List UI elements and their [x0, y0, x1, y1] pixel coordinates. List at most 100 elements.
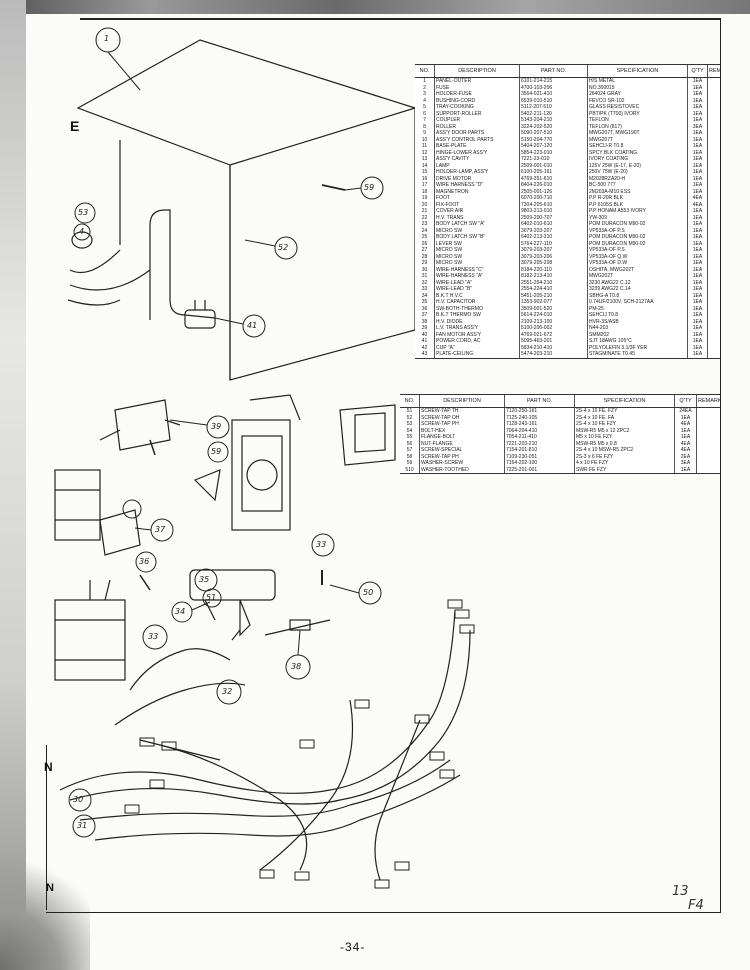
- cell-description: MICRO SW: [435, 247, 520, 254]
- cell-description: HINGE-LOWER ASS'Y: [435, 149, 520, 156]
- cell-specification: 4 x 10 FE FZY: [575, 460, 675, 467]
- cell-qty: 1EA: [688, 149, 708, 156]
- cell-part-no: 5095-463-201: [520, 338, 588, 345]
- cell-qty: 24EA: [675, 408, 697, 415]
- cell-description: SCREW-TAP PH: [420, 453, 505, 460]
- cell-description: H.V. TRANS: [435, 214, 520, 221]
- cell-description: COUPLER: [435, 117, 520, 124]
- fuse-holder: [71, 231, 93, 249]
- callout-1: 1: [104, 34, 110, 43]
- cell-no: 17: [415, 182, 435, 189]
- cell-no: 21: [415, 208, 435, 215]
- cell-specification: 2S-4 x 10 MSW-R5 ZPC2: [575, 447, 675, 454]
- page-number: -34-: [340, 940, 366, 954]
- cell-description: WIRE HARNESS "D": [435, 182, 520, 189]
- cell-qty: 1EA: [688, 227, 708, 234]
- cell-qty: 4EA: [688, 201, 708, 208]
- cell-no: 39: [415, 325, 435, 332]
- cell-no: 40: [415, 331, 435, 338]
- cell-qty: 1EA: [688, 110, 708, 117]
- cell-description: DRIVE MOTOR: [435, 175, 520, 182]
- cell-qty: 1EA: [688, 136, 708, 143]
- cell-no: 53: [400, 421, 420, 428]
- cell-no: 20: [415, 201, 435, 208]
- col-specification: SPECIFICATION: [575, 395, 675, 407]
- cell-specification: VP533A-OF P.S: [588, 247, 688, 254]
- callout-31: 31: [77, 821, 88, 830]
- cell-description: BASE-PLATE: [435, 143, 520, 150]
- cell-description: LEVER SW: [435, 240, 520, 247]
- cell-qty: 1EA: [688, 253, 708, 260]
- cell-remark: [708, 351, 720, 358]
- cell-qty: 1EA: [675, 434, 697, 441]
- cell-qty: 1EA: [688, 325, 708, 332]
- cell-no: 7: [415, 117, 435, 124]
- cell-specification: POM DURACON M90-02: [588, 240, 688, 247]
- cell-description: PANEL-OUTER: [435, 78, 520, 85]
- cell-part-no: 4700-103-206: [520, 84, 588, 91]
- cell-description: HOLDER-FUSE: [435, 91, 520, 98]
- cell-no: 56: [400, 440, 420, 447]
- cell-description: CUP "A": [435, 344, 520, 351]
- callout-34: 34: [175, 607, 186, 616]
- cell-qty: 1EA: [675, 414, 697, 421]
- cell-description: TRAY-COOKING: [435, 104, 520, 111]
- cell-part-no: 7154-201-810: [505, 447, 575, 454]
- cell-part-no: 7221-203-210: [505, 440, 575, 447]
- cell-no: 58: [400, 453, 420, 460]
- cell-qty: 1EA: [688, 78, 708, 85]
- cell-part-no: 2551-204-210: [520, 279, 588, 286]
- cell-no: 1: [415, 78, 435, 85]
- cell-no: 41: [415, 338, 435, 345]
- cell-description: WASHER-TOOTHED: [420, 466, 505, 473]
- magnetron-bracket: [249, 394, 396, 466]
- cell-no: 25: [415, 234, 435, 241]
- cell-part-no: 6402-010-610: [520, 221, 588, 228]
- cell-qty: 1EA: [688, 97, 708, 104]
- cell-description: SCREW-SPECIAL: [420, 447, 505, 454]
- col-no: NO.: [415, 65, 435, 77]
- cell-description: H.V. DIODE: [435, 318, 520, 325]
- cell-part-no: 2509-200-707: [520, 214, 588, 221]
- cell-specification: IVORY COATING: [588, 156, 688, 163]
- fan-housing: [231, 419, 291, 531]
- callout-30: 30: [73, 795, 84, 804]
- cell-description: SCREW-TAP TH: [420, 408, 505, 415]
- callout-4: 4: [79, 227, 85, 236]
- cell-part-no: 9803-213-010: [520, 208, 588, 215]
- cell-part-no: 3079-203-207: [520, 247, 588, 254]
- cell-description: SCREW-TAP OH: [420, 414, 505, 421]
- cell-qty: 1EA: [688, 208, 708, 215]
- cell-part-no: 5834-210-410: [520, 344, 588, 351]
- cell-specification: VP533A-OF P.S: [588, 227, 688, 234]
- cell-specification: BC-500 777: [588, 182, 688, 189]
- callout-52: 52: [278, 243, 289, 252]
- cell-no: 37: [415, 312, 435, 319]
- cell-description: WASHER-SCREW: [420, 460, 505, 467]
- cell-description: BUSHING-CORD: [435, 97, 520, 104]
- cell-specification: SBHG-A T0.8: [588, 292, 688, 299]
- cell-qty: 1EA: [688, 234, 708, 241]
- cell-qty: 1EA: [688, 351, 708, 358]
- cell-no: 36: [415, 305, 435, 312]
- magnetron: [54, 469, 101, 541]
- cell-part-no: 5451-205-210: [520, 292, 588, 299]
- scan-edge-left: [0, 0, 26, 970]
- cell-specification: VP533A-OF D.W: [588, 260, 688, 267]
- scan-shadow: [0, 850, 90, 970]
- cell-no: 4: [415, 97, 435, 104]
- cell-specification: SEHCIJ T0.8: [588, 312, 688, 319]
- cell-specification: SMM202: [588, 331, 688, 338]
